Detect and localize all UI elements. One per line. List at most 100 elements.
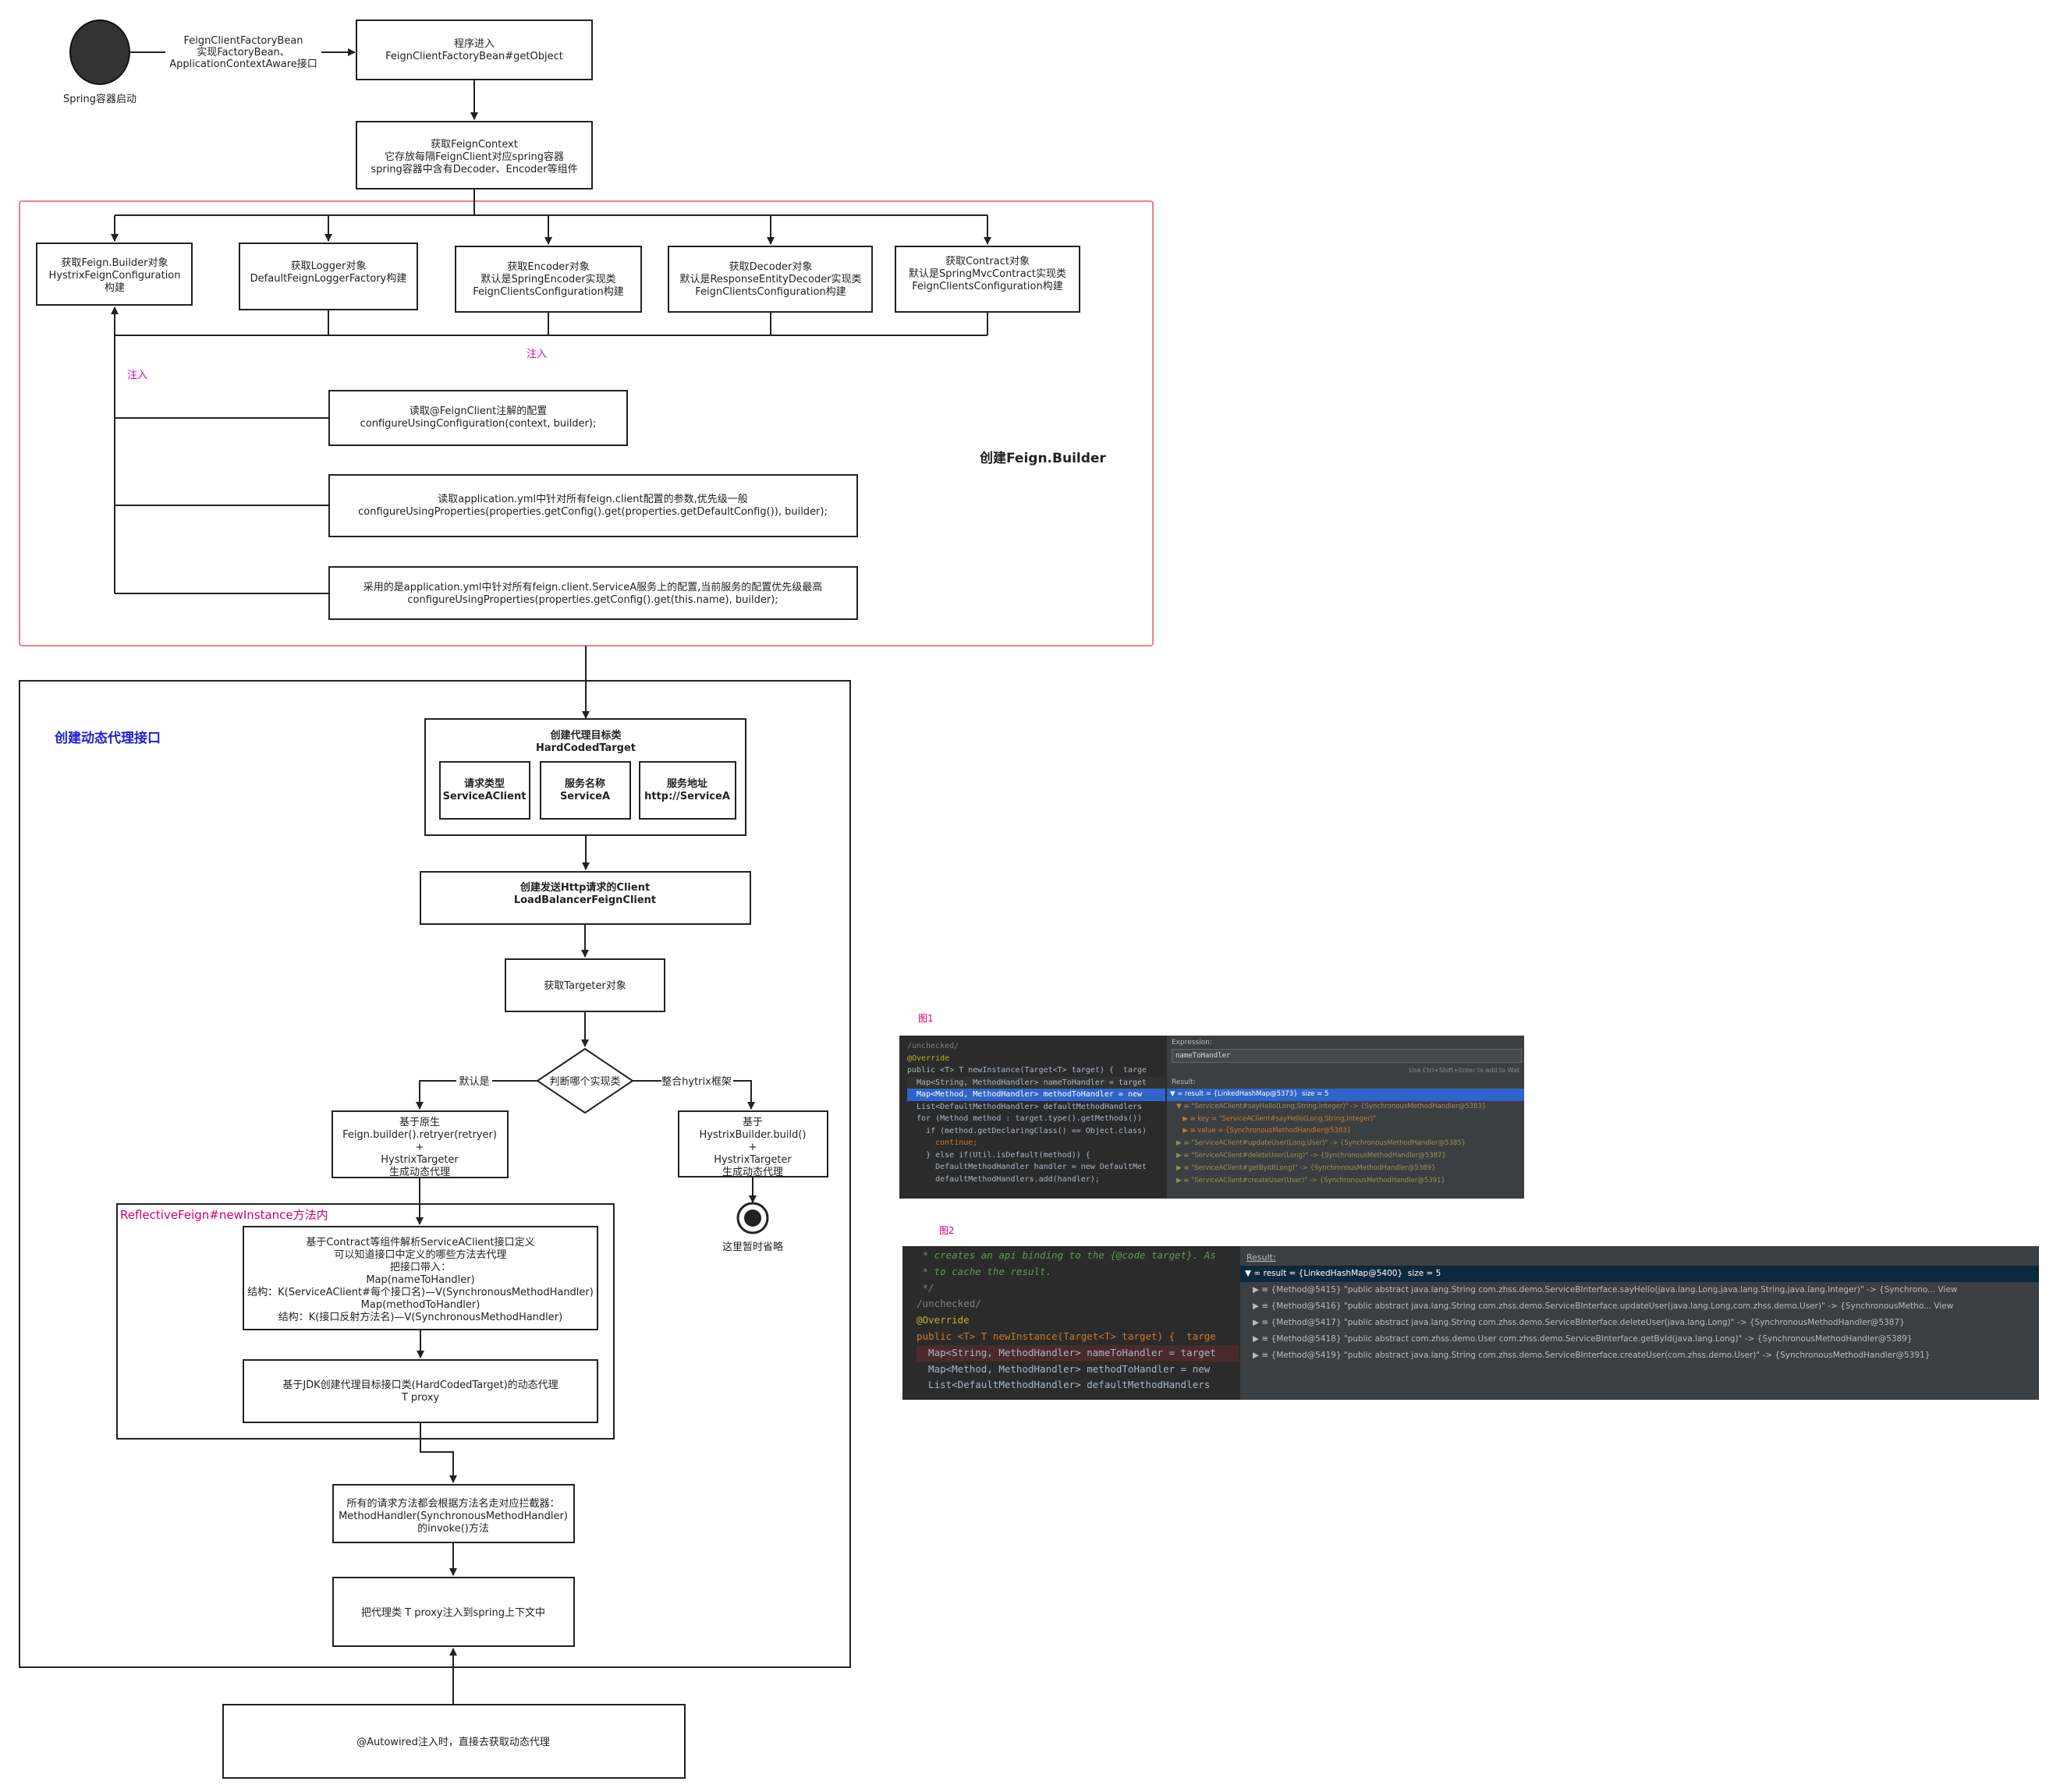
svg-text:基于: 基于: [743, 1117, 763, 1128]
start-label: Spring容器启动: [63, 93, 137, 105]
fig1-expression-input[interactable]: nameToHandler: [1172, 1049, 1522, 1063]
svg-text:获取Feign.Builder对象: 获取Feign.Builder对象: [62, 257, 168, 269]
svg-text:默认是SpringEncoder实现类: 默认是SpringEncoder实现类: [480, 273, 615, 285]
svg-text:基于JDK创建代理目标接口类(HardCodedTarget: 基于JDK创建代理目标接口类(HardCodedTarget)的动态代理: [282, 1379, 558, 1391]
start-node: [69, 19, 130, 85]
svg-text:服务名称: 服务名称: [565, 777, 605, 790]
svg-text:HystrixTargeter: HystrixTargeter: [381, 1154, 459, 1166]
svg-text:HystrixBuilder.build(): HystrixBuilder.build(): [699, 1129, 806, 1141]
node-feign-builder: [36, 243, 193, 306]
end-note: 这里暂时省略: [722, 1241, 783, 1253]
svg-text:读取application.yml中针对所有feign.cl: 读取application.yml中针对所有feign.client配置的参数,…: [438, 493, 747, 505]
node-config-annotation: [328, 390, 628, 446]
svg-text:Map(methodToHandler): Map(methodToHandler): [361, 1299, 480, 1311]
node-jdk-proxy: [243, 1359, 598, 1423]
target-item-url: [639, 761, 736, 820]
svg-text:生成动态代理: 生成动态代理: [722, 1167, 783, 1178]
node-getobject: [356, 19, 593, 80]
svg-text:HystrixFeignConfiguration: HystrixFeignConfiguration: [48, 270, 180, 282]
node-hystrix-targeter: [678, 1110, 828, 1178]
node-targeter: [505, 958, 665, 1012]
svg-text:FeignClientFactoryBean: FeignClientFactoryBean: [183, 35, 303, 47]
svg-text:T proxy: T proxy: [401, 1392, 440, 1404]
svg-text:LoadBalancerFeignClient: LoadBalancerFeignClient: [514, 894, 656, 906]
target-item-name: [540, 761, 631, 820]
svg-text:基于Contract等组件解析ServiceAClient接: 基于Contract等组件解析ServiceAClient接口定义: [306, 1236, 534, 1248]
fig1-label: 图1: [918, 1013, 934, 1024]
branch-default-label: 默认是: [459, 1075, 489, 1088]
fig1-evaluate-panel: Expression: nameToHandler Use Ctrl+Shift…: [1167, 1036, 1524, 1199]
inject-label-top: 注入: [527, 349, 547, 360]
node-contract: [895, 246, 1080, 313]
svg-text:结构：K(ServiceAClient#每个接口名)—V(S: 结构：K(ServiceAClient#每个接口名)—V(Synchronous…: [247, 1286, 594, 1298]
svg-text:服务地址: 服务地址: [667, 777, 707, 790]
svg-text:spring容器中含有Decoder、Encoder等组件: spring容器中含有Decoder、Encoder等组件: [371, 163, 577, 175]
svg-text:Map(nameToHandler): Map(nameToHandler): [366, 1274, 474, 1286]
node-autowired: [222, 1704, 686, 1779]
svg-text:configureUsingProperties(prope: configureUsingProperties(properties.getC…: [407, 594, 778, 606]
builder-section-title: 创建Feign.Builder: [979, 450, 1106, 466]
svg-text:所有的请求方法都会根据方法名走对应拦截器：: 所有的请求方法都会根据方法名走对应拦截器：: [346, 1497, 559, 1510]
svg-text:FeignClientFactoryBean#getObje: FeignClientFactoryBean#getObject: [385, 51, 563, 62]
svg-text:判断哪个实现类: 判断哪个实现类: [549, 1076, 620, 1088]
node-feigncontext: [356, 121, 593, 189]
edge-start-note: FeignClientFactoryBean 实现FactoryBean、 Ap…: [165, 33, 321, 73]
svg-text:获取Targeter对象: 获取Targeter对象: [544, 980, 626, 992]
svg-text:+: +: [416, 1142, 424, 1153]
fig2-result-tree[interactable]: ▼ ∞ result = {LinkedHashMap@5400} size =…: [1240, 1266, 2039, 1364]
node-inject-spring: [332, 1577, 575, 1647]
node-default-targeter: [332, 1110, 509, 1178]
svg-text:采用的是application.yml中针对所有feign.: 采用的是application.yml中针对所有feign.client.Ser…: [363, 581, 823, 593]
svg-text:的invoke()方法: 的invoke()方法: [417, 1522, 489, 1535]
node-invoke: [332, 1484, 575, 1543]
fig2-code-pane: * creates an api binding to the {@code t…: [902, 1246, 1239, 1400]
fig2-evaluate-panel: Result: ▼ ∞ result = {LinkedHashMap@5400…: [1240, 1246, 2039, 1400]
svg-text:它存放每隔FeignClient对应spring容器: 它存放每隔FeignClient对应spring容器: [385, 151, 564, 163]
svg-text:获取Logger对象: 获取Logger对象: [291, 260, 367, 272]
svg-text:FeignClientsConfiguration构建: FeignClientsConfiguration构建: [473, 286, 623, 298]
svg-text:configureUsingConfiguration(co: configureUsingConfiguration(context, bui…: [360, 418, 597, 430]
svg-text:+: +: [749, 1142, 757, 1153]
svg-text:HardCodedTarget: HardCodedTarget: [536, 742, 636, 754]
node-client: [420, 871, 751, 925]
svg-text:HystrixTargeter: HystrixTargeter: [714, 1154, 792, 1166]
fig1-ide-screenshot: /unchecked/ @Override public <T> T newIn…: [899, 1036, 1524, 1199]
svg-text:configureUsingProperties(prope: configureUsingProperties(properties.getC…: [358, 506, 828, 518]
node-encoder: [455, 246, 642, 313]
node-parse-contract: [243, 1226, 598, 1330]
svg-text:默认是ResponseEntityDecoder实现类: 默认是ResponseEntityDecoder实现类: [679, 273, 861, 285]
svg-text:http://ServiceA: http://ServiceA: [644, 791, 730, 802]
svg-text:构建: 构建: [105, 282, 125, 294]
svg-text:可以知道接口中定义的哪些方法去代理: 可以知道接口中定义的哪些方法去代理: [334, 1248, 506, 1261]
fig2-ide-screenshot: * creates an api binding to the {@code t…: [902, 1246, 2039, 1400]
fig1-result-tree[interactable]: ▼ ∞ result = {LinkedHashMap@5373} size =…: [1167, 1089, 1524, 1187]
svg-text:获取Decoder对象: 获取Decoder对象: [729, 261, 813, 273]
edge-inject-bus: [115, 310, 988, 336]
proxy-section-title: 创建动态代理接口: [54, 730, 161, 746]
reflective-frame: [116, 1203, 615, 1440]
svg-text:生成动态代理: 生成动态代理: [389, 1167, 450, 1178]
svg-text:实现FactoryBean、: 实现FactoryBean、: [197, 47, 290, 58]
fig1-code-pane: /unchecked/ @Override public <T> T newIn…: [899, 1036, 1165, 1199]
svg-text:ServiceAClient: ServiceAClient: [443, 791, 527, 802]
svg-text:MethodHandler(SynchronousMetho: MethodHandler(SynchronousMethodHandler): [339, 1510, 568, 1522]
svg-text:DefaultFeignLoggerFactory构建: DefaultFeignLoggerFactory构建: [250, 273, 407, 285]
node-logger: [239, 243, 418, 310]
svg-text:FeignClientsConfiguration构建: FeignClientsConfiguration构建: [695, 286, 846, 298]
reflective-title: ReflectiveFeign#newInstance方法内: [120, 1208, 328, 1222]
svg-text:@Autowired注入时，直接去获取动态代理: @Autowired注入时，直接去获取动态代理: [356, 1736, 550, 1748]
svg-text:把接口带入：: 把接口带入：: [390, 1261, 451, 1273]
inject-label-left: 注入: [127, 370, 147, 381]
svg-text:结构：K(接口反射方法名)—V(SynchronousMet: 结构：K(接口反射方法名)—V(SynchronousMethodHandler…: [278, 1311, 562, 1323]
svg-text:获取Encoder对象: 获取Encoder对象: [507, 261, 589, 273]
svg-text:创建代理目标类: 创建代理目标类: [549, 729, 622, 742]
svg-text:把代理类 T proxy注入到spring上下文中: 把代理类 T proxy注入到spring上下文中: [361, 1607, 545, 1619]
svg-text:基于原生: 基于原生: [399, 1117, 440, 1128]
svg-text:请求类型: 请求类型: [464, 777, 505, 790]
svg-text:读取@FeignClient注解的配置: 读取@FeignClient注解的配置: [410, 405, 548, 417]
fig2-label: 图2: [939, 1225, 955, 1236]
target-item-type: [439, 761, 530, 820]
svg-text:程序进入: 程序进入: [454, 38, 495, 50]
edge-default: [416, 1080, 537, 1110]
